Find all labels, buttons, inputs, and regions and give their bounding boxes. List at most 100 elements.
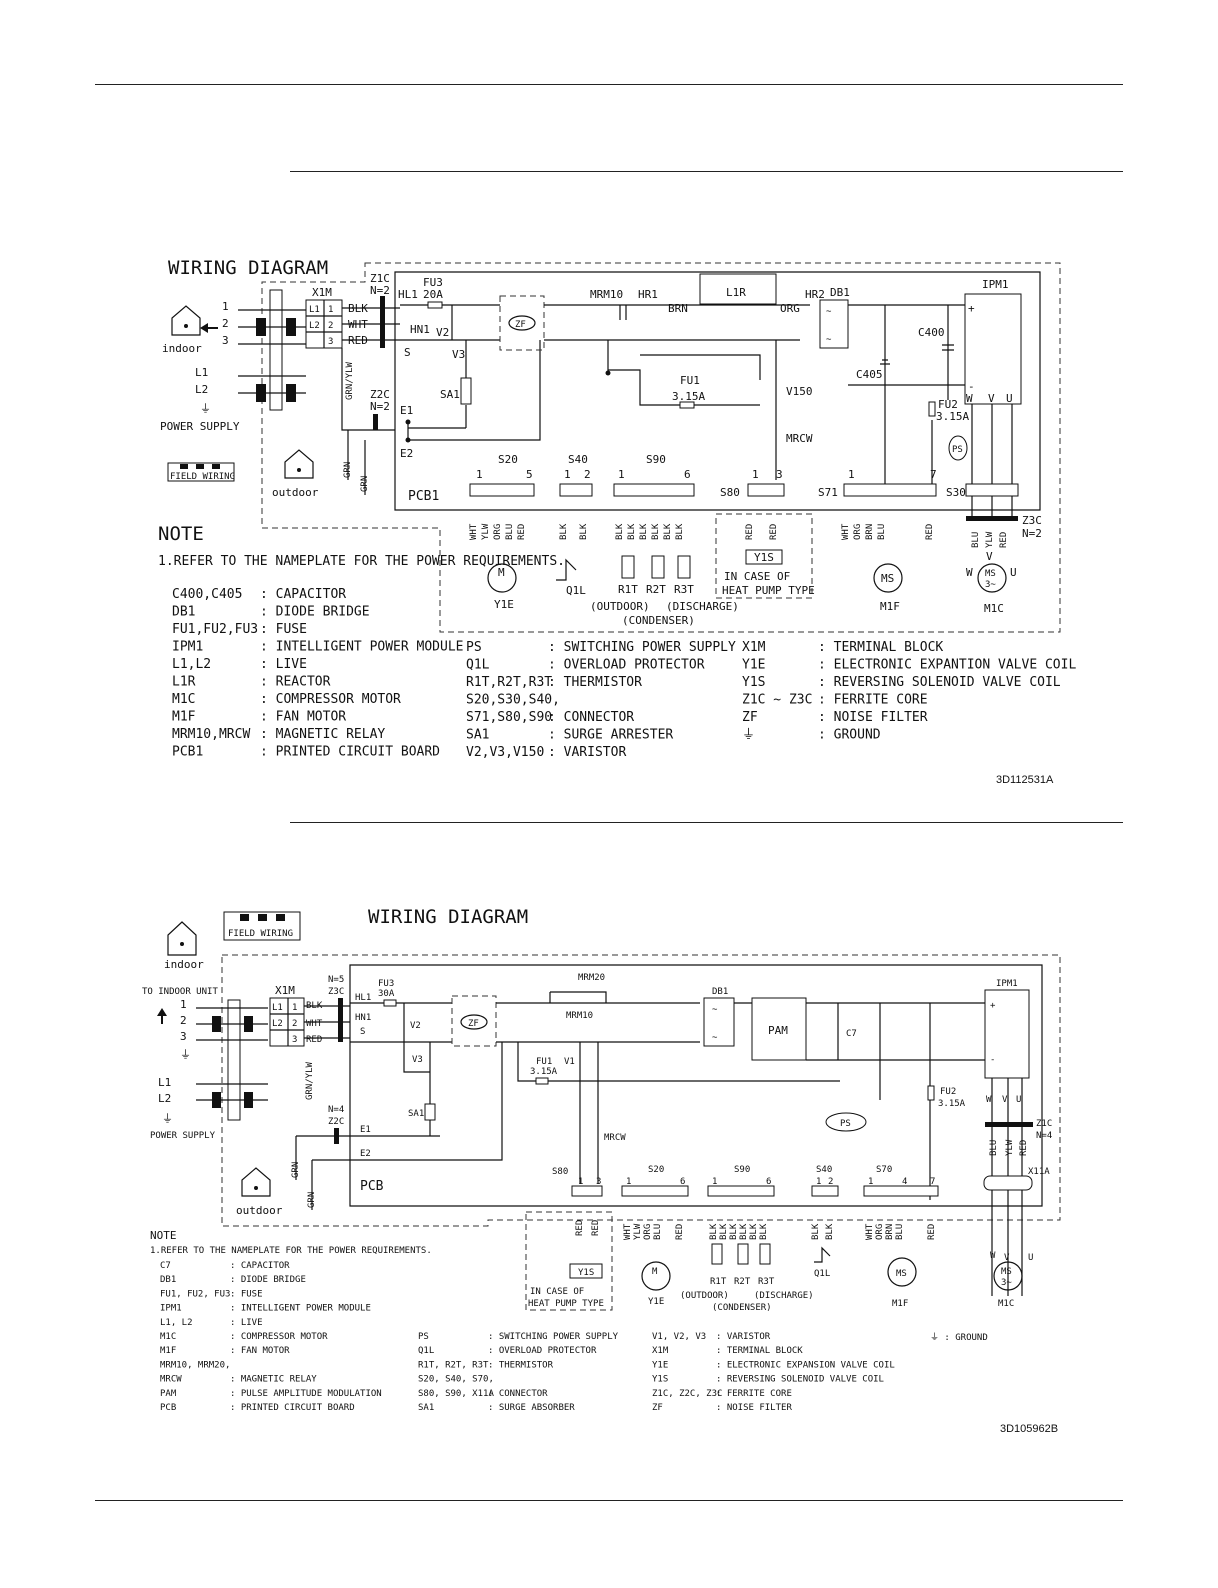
svg-text:V1: V1 (564, 1057, 575, 1067)
legend-key: R1T, R2T, R3T (418, 1360, 489, 1370)
legend-value: : PRINTED CIRCUIT BOARD (260, 745, 440, 760)
svg-text:L2: L2 (272, 1019, 283, 1029)
legend-key: MRM10, MRM20, (160, 1360, 230, 1370)
field-wiring-label-2: FIELD WIRING (228, 929, 293, 939)
svg-text:E1: E1 (400, 404, 413, 417)
svg-text:L1: L1 (272, 1003, 283, 1013)
diagram1-code: 3D112531A (996, 774, 1054, 786)
svg-text:1: 1 (180, 998, 187, 1011)
legend-value: : OVERLOAD PROTECTOR (488, 1346, 597, 1356)
svg-text:(CONDENSER): (CONDENSER) (712, 1303, 772, 1313)
legend-key: L1,L2 (172, 657, 211, 672)
svg-text:3: 3 (776, 468, 783, 481)
section-rule-2 (290, 822, 1123, 823)
svg-text:1: 1 (328, 305, 333, 315)
legend-key: C400,C405 (172, 587, 242, 602)
svg-text:M1F: M1F (880, 600, 900, 613)
svg-text:MS: MS (896, 1269, 907, 1279)
svg-text:U: U (1006, 392, 1013, 405)
svg-text:S: S (360, 1027, 365, 1037)
compressor-motor-m1c (977, 563, 1007, 593)
svg-text:RED: RED (575, 1220, 585, 1236)
svg-text:(OUTDOOR): (OUTDOOR) (590, 600, 650, 613)
diagram1-note-line: 1.REFER TO THE NAMEPLATE FOR THE POWER R… (158, 554, 565, 569)
fuse-fu3-2 (383, 999, 397, 1007)
legend-value: : NOISE FILTER (818, 710, 928, 725)
indoor-house-icon (171, 305, 201, 336)
svg-text:C400: C400 (918, 326, 945, 339)
svg-text:BLU: BLU (971, 532, 981, 548)
x1m-terminal-block-2 (269, 997, 305, 1047)
svg-text:RED: RED (1019, 1140, 1029, 1156)
svg-text:C7: C7 (846, 1029, 857, 1039)
svg-text:1: 1 (752, 468, 759, 481)
svg-text:Z3C: Z3C (1022, 514, 1042, 527)
legend-key: DB1 (172, 605, 195, 620)
svg-text:S20: S20 (648, 1165, 664, 1175)
svg-text:HR2: HR2 (805, 288, 825, 301)
svg-text:M1C: M1C (984, 602, 1004, 615)
field-wiring-label: FIELD WIRING (170, 472, 235, 482)
legend-value: : LIVE (260, 657, 307, 672)
svg-text:IN CASE OF: IN CASE OF (530, 1287, 584, 1297)
section-rule-1 (290, 171, 1123, 172)
legend-value: : REVERSING SOLENOID VALVE COIL (716, 1375, 884, 1385)
outdoor-label-2: outdoor (236, 1204, 283, 1217)
svg-text:BLU: BLU (895, 1224, 905, 1240)
pcb1-label: PCB1 (408, 489, 439, 504)
svg-text:RED: RED (927, 1224, 937, 1240)
svg-text:BLK: BLK (559, 523, 569, 540)
svg-text:3.15A: 3.15A (938, 1099, 966, 1109)
legend-key: SA1 (418, 1403, 434, 1413)
wiring-diagram-1: WIRING DIAGRAM PCB1 indoor 1 2 3 L1 L2 ⏚… (158, 257, 1076, 786)
svg-text:SA1: SA1 (408, 1109, 424, 1119)
legend-value: : LIVE (230, 1318, 263, 1328)
svg-text:E2: E2 (400, 447, 413, 460)
svg-text:+: + (968, 302, 975, 315)
svg-text:WHT: WHT (469, 523, 479, 540)
legend-value: : MAGNETIC RELAY (260, 727, 385, 742)
legend-key: DB1 (160, 1275, 176, 1285)
svg-text:BLK: BLK (615, 523, 625, 540)
svg-text:BLK: BLK (811, 1223, 821, 1240)
legend-key: PCB1 (172, 745, 203, 760)
svg-text:V: V (988, 392, 995, 405)
legend-key: Y1E (652, 1360, 668, 1370)
svg-text:(CONDENSER): (CONDENSER) (622, 614, 695, 627)
svg-text:6: 6 (684, 468, 691, 481)
ferrite-core-z3c (966, 516, 1018, 521)
svg-text:ORG: ORG (780, 302, 800, 315)
diagram1-note-title: NOTE (158, 523, 204, 545)
svg-text:MS: MS (881, 572, 894, 585)
legend-key: SA1 (466, 728, 489, 743)
to-indoor-unit-label: TO INDOOR UNIT (142, 987, 218, 997)
svg-text:1: 1 (292, 1003, 297, 1013)
svg-text:HN1: HN1 (355, 1013, 371, 1023)
svg-text:2: 2 (292, 1019, 297, 1029)
legend-key: V2,V3,V150 (466, 745, 544, 760)
svg-text:GRN: GRN (291, 1162, 301, 1178)
svg-text:RED: RED (745, 524, 755, 540)
legend-key: IPM1 (160, 1304, 182, 1314)
svg-text:L1: L1 (158, 1076, 171, 1089)
legend-key: Y1S (652, 1375, 668, 1385)
svg-text:GRN: GRN (307, 1192, 317, 1208)
legend-key: PS (466, 640, 482, 655)
switching-power-supply-ps (948, 435, 968, 461)
ferrite-core-z1c-2 (985, 1122, 1033, 1127)
svg-text:R1T: R1T (710, 1277, 727, 1287)
svg-text:V150: V150 (786, 385, 813, 398)
legend-key: M1F (160, 1346, 176, 1356)
svg-text:BRN: BRN (668, 302, 688, 315)
legend-value: : REACTOR (260, 675, 331, 690)
legend-value: : FAN MOTOR (230, 1346, 290, 1356)
svg-text:Y1S: Y1S (754, 551, 774, 564)
svg-text:MRCW: MRCW (604, 1133, 626, 1143)
legend-value: : NOISE FILTER (716, 1403, 792, 1413)
svg-text:N=4: N=4 (328, 1105, 344, 1115)
noise-filter-zf (499, 295, 545, 351)
svg-text:RED: RED (306, 1035, 322, 1045)
